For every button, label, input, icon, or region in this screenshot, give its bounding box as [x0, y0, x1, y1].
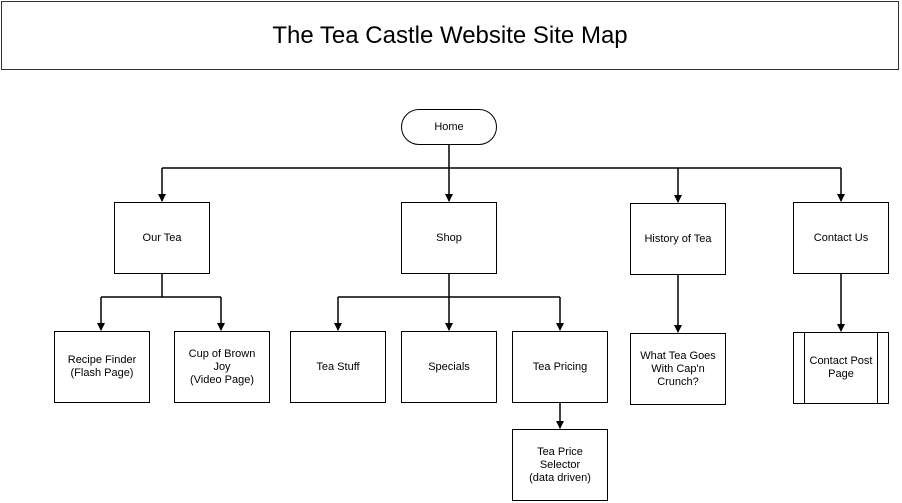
node-tea-stuff-label: Tea Stuff [316, 360, 360, 373]
page-title: The Tea Castle Website Site Map [1, 1, 899, 70]
node-contact-post-page-label: Contact Post Page [809, 355, 873, 380]
node-tea-stuff: Tea Stuff [290, 331, 386, 403]
node-cup-of-brown-joy: Cup of Brown Joy (Video Page) [174, 331, 270, 403]
node-what-tea-goes: What Tea Goes With Cap'n Crunch? [630, 333, 726, 405]
node-our-tea: Our Tea [114, 202, 210, 274]
node-cup-of-brown-joy-label: Cup of Brown Joy (Video Page) [188, 347, 256, 386]
node-recipe-finder: Recipe Finder (Flash Page) [54, 331, 150, 403]
node-tea-pricing: Tea Pricing [512, 331, 608, 403]
node-specials-label: Specials [428, 360, 470, 373]
node-tea-price-selector-label: Tea Price Selector (data driven) [529, 445, 591, 484]
node-home: Home [401, 109, 497, 145]
node-tea-price-selector: Tea Price Selector (data driven) [512, 429, 608, 501]
node-tea-pricing-label: Tea Pricing [532, 360, 588, 373]
node-what-tea-goes-label: What Tea Goes With Cap'n Crunch? [640, 349, 716, 388]
node-home-label: Home [434, 120, 464, 133]
node-history-of-tea: History of Tea [630, 203, 726, 275]
node-recipe-finder-label: Recipe Finder (Flash Page) [67, 354, 137, 379]
node-history-of-tea-label: History of Tea [644, 232, 712, 245]
node-shop-label: Shop [436, 231, 462, 244]
node-contact-us: Contact Us [793, 202, 889, 274]
node-specials: Specials [401, 331, 497, 403]
node-contact-post-page: Contact Post Page [793, 332, 889, 404]
page-title-text: The Tea Castle Website Site Map [272, 21, 628, 49]
node-our-tea-label: Our Tea [142, 231, 182, 244]
node-shop: Shop [401, 202, 497, 274]
node-contact-us-label: Contact Us [813, 231, 869, 244]
